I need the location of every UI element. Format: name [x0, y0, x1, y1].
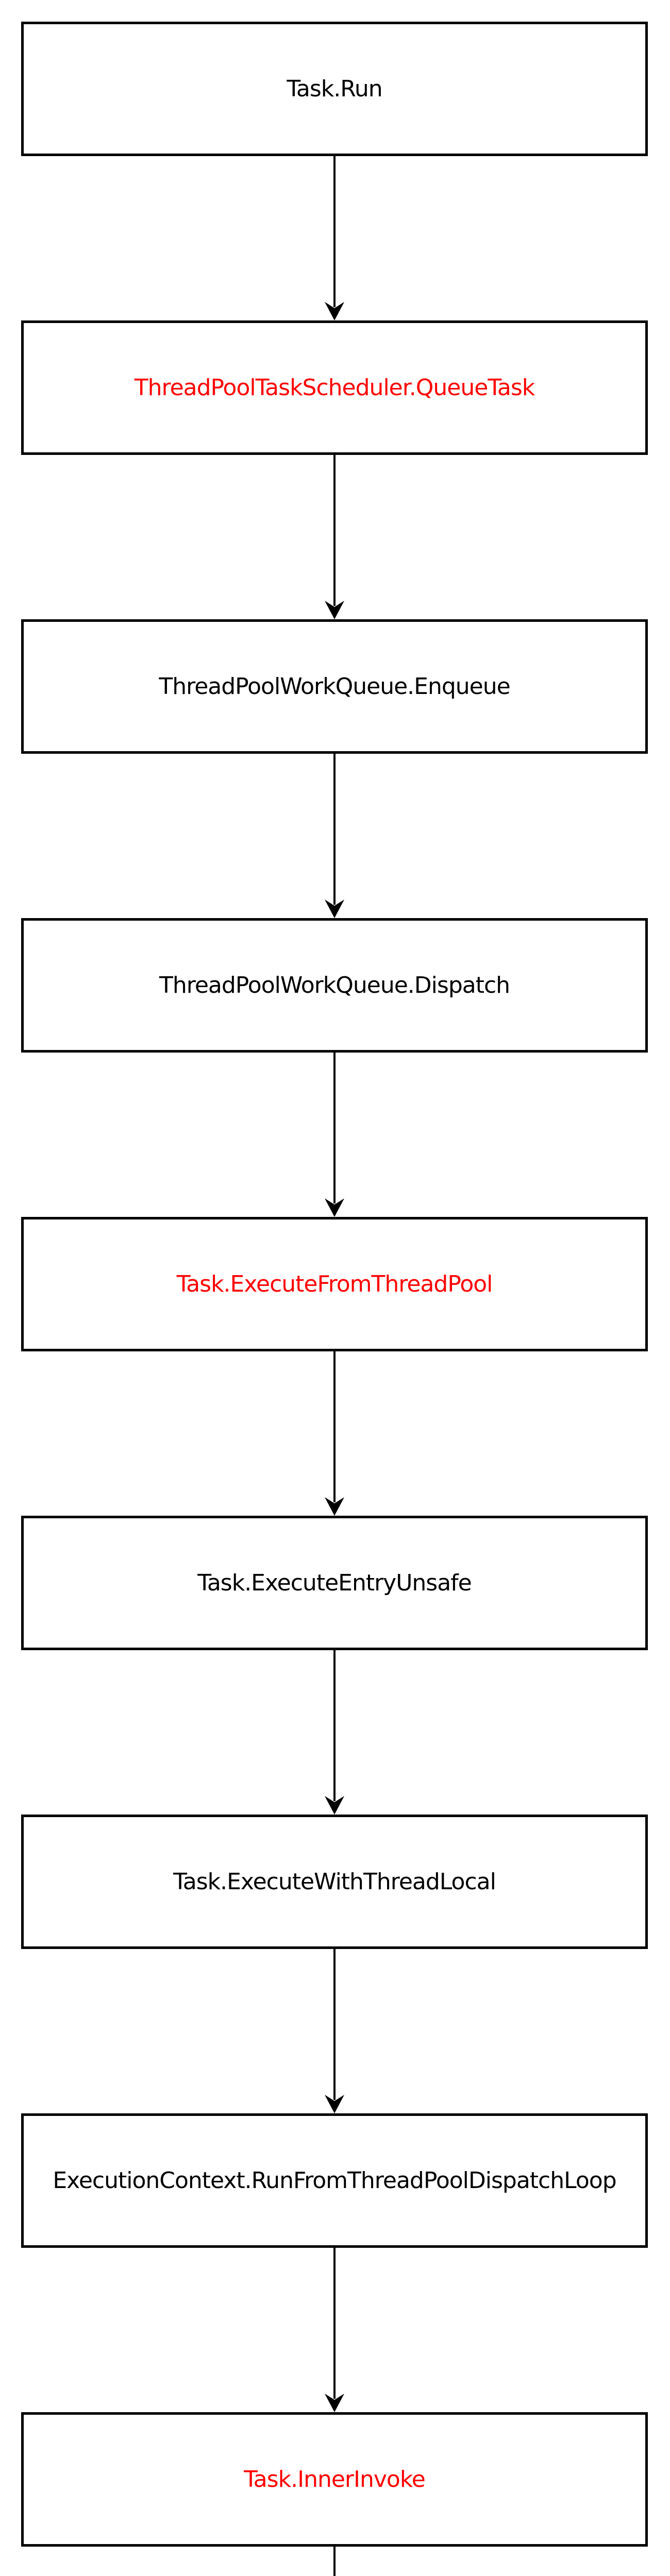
flowchart-node-label: Task.ExecuteWithThreadLocal	[173, 1869, 496, 1895]
flowchart-node-label: Task.ExecuteFromThreadPool	[176, 1271, 493, 1297]
flowchart-node-label: Task.Run	[287, 76, 382, 102]
flowchart-node: Task.InnerInvoke	[21, 2412, 648, 2547]
flowchart-node-label: ThreadPoolWorkQueue.Dispatch	[159, 972, 510, 998]
flowchart-node: ThreadPoolWorkQueue.Dispatch	[21, 918, 648, 1053]
flowchart-node: ThreadPoolTaskScheduler.QueueTask	[21, 320, 648, 455]
flowchart-node-label: Task.InnerInvoke	[244, 2466, 426, 2493]
arrow-down-icon	[325, 2248, 344, 2412]
flowchart-node: Task.ExecuteEntryUnsafe	[21, 1516, 648, 1650]
flowchart-node: Task.ExecuteFromThreadPool	[21, 1217, 648, 1351]
flowchart-node: Task.ExecuteWithThreadLocal	[21, 1815, 648, 1949]
arrow-down-icon	[325, 156, 344, 320]
arrow-down-icon	[325, 1650, 344, 1815]
flowchart-node: Task.Run	[21, 22, 648, 156]
arrow-down-icon	[325, 1949, 344, 2113]
flowchart-node-label: ThreadPoolTaskScheduler.QueueTask	[134, 375, 535, 401]
flowchart-node-label: ExecutionContext.RunFromThreadPoolDispat…	[53, 2167, 616, 2194]
flowchart-node-label: ThreadPoolWorkQueue.Enqueue	[159, 673, 510, 700]
flowchart-node-label: Task.ExecuteEntryUnsafe	[197, 1570, 472, 1596]
arrow-down-icon	[325, 455, 344, 619]
flowchart-node: ThreadPoolWorkQueue.Enqueue	[21, 619, 648, 754]
arrow-down-icon	[325, 1351, 344, 1516]
arrow-down-icon	[325, 754, 344, 918]
arrow-down-icon	[333, 2547, 336, 2576]
flowchart-node: ExecutionContext.RunFromThreadPoolDispat…	[21, 2113, 648, 2248]
arrow-down-icon	[325, 1053, 344, 1217]
